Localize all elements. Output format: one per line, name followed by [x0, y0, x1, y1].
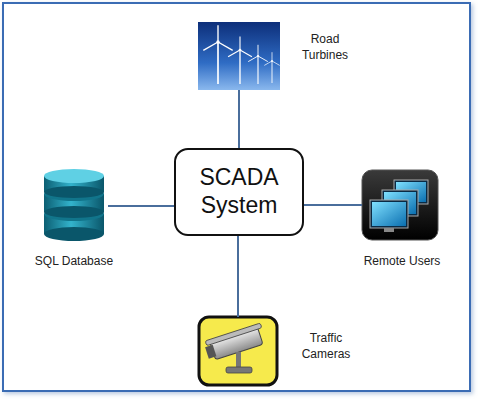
- connector-line: [108, 206, 174, 207]
- connector-line: [239, 90, 240, 148]
- camera-icon: [199, 317, 277, 385]
- connector-line: [304, 205, 362, 206]
- connector-line: [238, 236, 239, 317]
- icon-label: Road Turbines: [294, 32, 356, 63]
- turbine-node: Road Turbines: [198, 22, 280, 90]
- box-title: SCADA System: [184, 164, 294, 219]
- monitors-icon: [362, 170, 438, 240]
- camera-node: Traffic Cameras: [199, 317, 277, 385]
- icon-label: Traffic Cameras: [293, 331, 359, 362]
- turbine-icon: [198, 22, 280, 90]
- database-node: SQL Database: [40, 170, 108, 242]
- scada-box: SCADA System: [174, 148, 304, 236]
- users-node: Remote Users: [362, 170, 438, 240]
- icon-label: SQL Database: [18, 254, 130, 270]
- database-icon: [44, 169, 104, 241]
- frame: [3, 3, 470, 391]
- icon-label: Remote Users: [350, 254, 454, 270]
